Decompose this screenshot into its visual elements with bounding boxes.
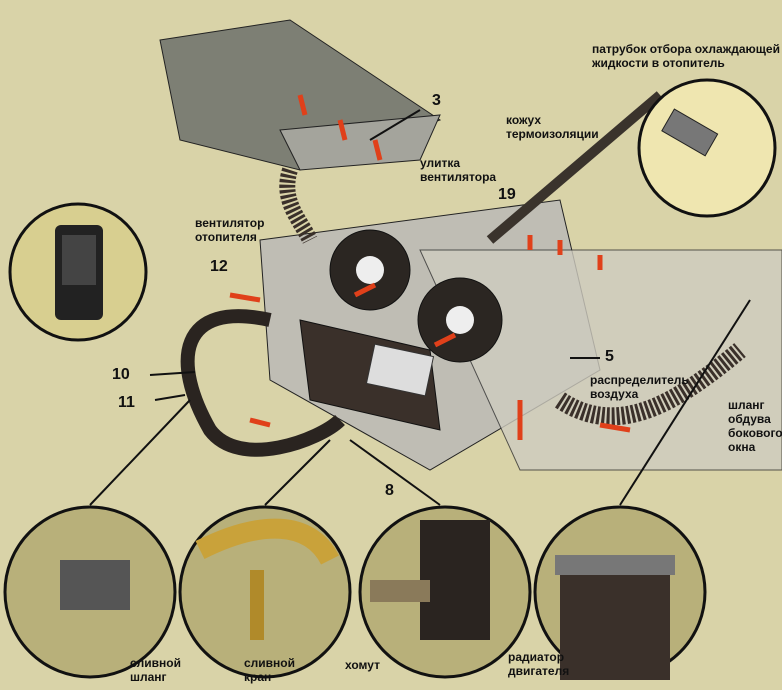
heater-hoses xyxy=(180,309,345,457)
callout-5: 5 xyxy=(605,348,614,365)
label-side-window-hose: шланг обдува бокового окна xyxy=(728,398,782,454)
insulation-pipe xyxy=(486,91,664,244)
leader-lines xyxy=(89,109,751,506)
label-drain-cock: сливной кран xyxy=(244,656,296,684)
label-engine-radiator: радиатор двигателя xyxy=(508,650,570,678)
callout-11: 11 xyxy=(118,394,135,411)
floor-panel xyxy=(419,249,782,471)
valve-inset xyxy=(3,505,177,679)
airflow-arrows xyxy=(229,94,631,440)
callout-8: 8 xyxy=(385,482,394,499)
label-insulation-cover: кожух термоизоляции xyxy=(506,113,599,141)
callout-19: 19 xyxy=(498,186,516,203)
switch-inset xyxy=(8,202,148,342)
callout-12: 12 xyxy=(210,258,228,275)
label-clamp: хомут xyxy=(345,658,380,672)
callout-10: 10 xyxy=(112,366,130,383)
label-drain-hose: сливной шланг xyxy=(130,656,182,684)
label-heater-fan: вентилятор отопителя xyxy=(195,216,265,244)
clamp-inset xyxy=(358,505,532,679)
label-air-distributor: распределитель воздуха xyxy=(590,373,689,401)
distributor-inset xyxy=(533,505,707,680)
windshield-duct xyxy=(279,114,441,171)
drain-inset xyxy=(178,505,352,679)
label-fan-volute: улитка вентилятора xyxy=(420,156,497,184)
label-coolant-outlet: патрубок отбора охлаждающей жидкости в о… xyxy=(592,42,780,70)
callout-3: 3 xyxy=(432,92,441,109)
coolant-outlet-inset xyxy=(637,78,777,218)
